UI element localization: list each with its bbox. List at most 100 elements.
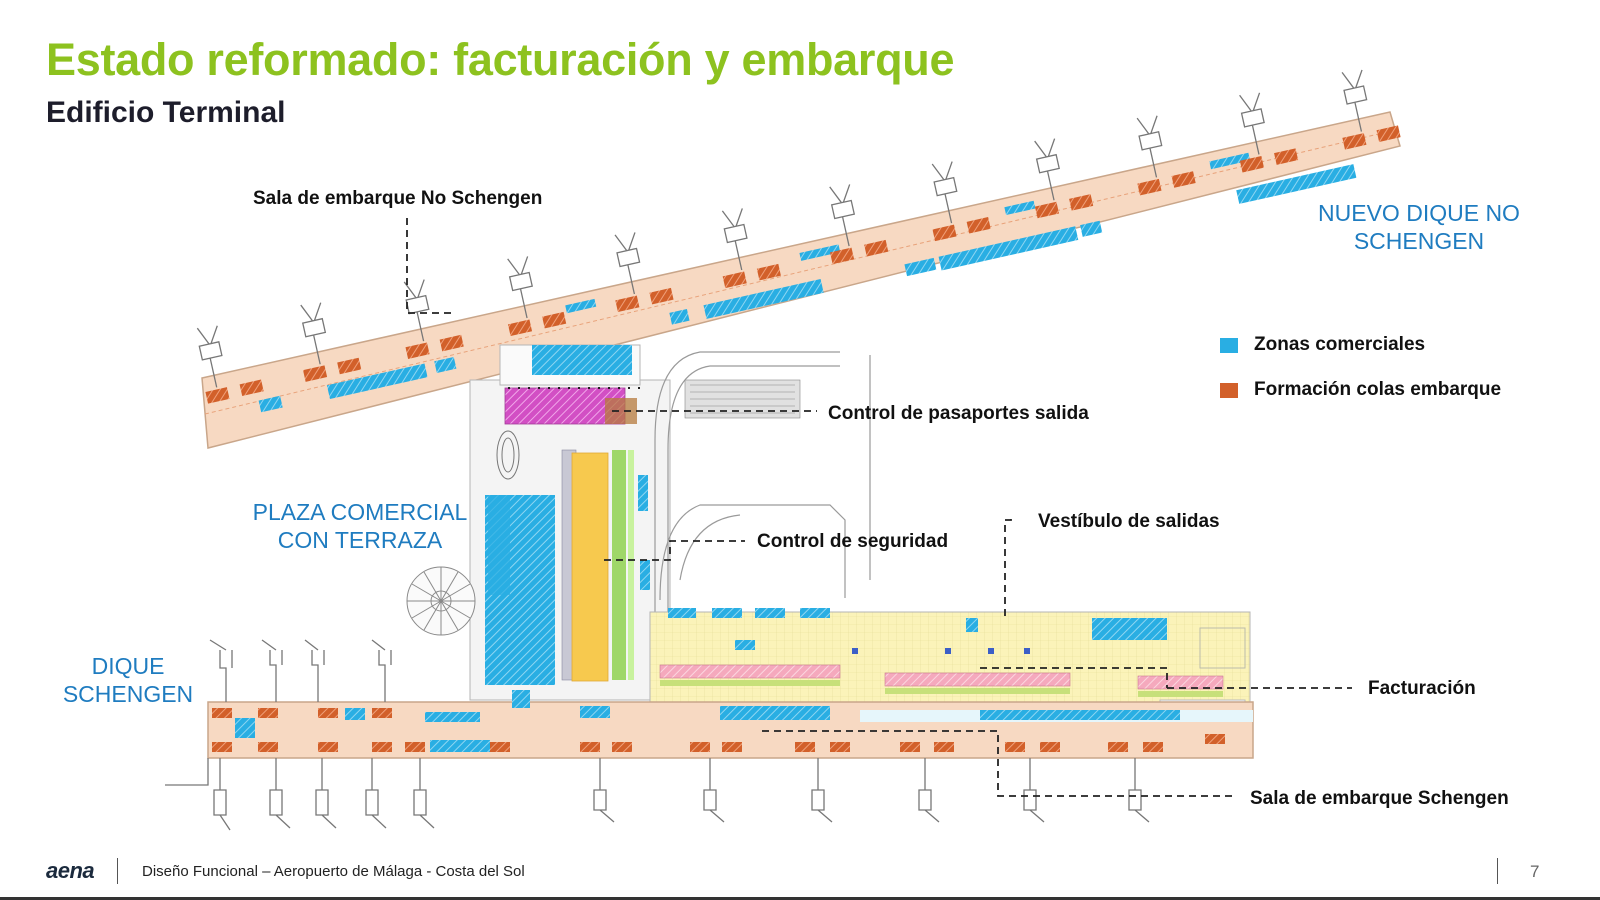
commercial-zone [512, 690, 530, 708]
leader-control-seguridad [604, 540, 745, 561]
commercial-zone [800, 608, 830, 618]
queue-zone [1137, 178, 1162, 196]
queue-zone [1108, 742, 1128, 752]
leader-vestibulo [1004, 519, 1012, 617]
queue-zone [303, 365, 328, 382]
bottom-rule [0, 897, 1600, 900]
callout-vestibulo: Vestíbulo de salidas [1038, 511, 1220, 532]
queue-zone [615, 295, 640, 313]
leader-sala-no-schengen [406, 218, 455, 314]
leader-lines [406, 218, 1352, 797]
callout-sala-schengen: Sala de embarque Schengen [1250, 788, 1509, 809]
commercial-zone [904, 257, 937, 277]
commercial-zone [430, 740, 490, 752]
queue-zone [864, 239, 889, 257]
legend-label-commercial: Zonas comerciales [1254, 334, 1426, 355]
queue-zone [337, 357, 362, 375]
queue-zone [1239, 155, 1264, 173]
security-control-zone [571, 452, 609, 682]
commercial-zone [1080, 220, 1103, 237]
queue-zone [405, 342, 430, 359]
queue-zone [756, 263, 781, 281]
queue-zone [1205, 734, 1225, 744]
queue-zone [932, 224, 957, 242]
schengen-pier [165, 639, 1254, 831]
commercial-zone [755, 608, 785, 618]
commercial-zone [1209, 152, 1251, 170]
queue-zone [258, 742, 278, 752]
legend-swatch-commercial [1220, 337, 1238, 353]
queue-zone [1143, 742, 1163, 752]
queue-zone [900, 742, 920, 752]
callout-control-seguridad: Control de seguridad [757, 531, 949, 552]
parking-area [684, 379, 801, 419]
callout-control-pasaportes: Control de pasaportes salida [828, 403, 1089, 424]
queue-zone [1376, 125, 1401, 142]
schengen-bridges-north [209, 639, 392, 702]
commercial-zone [1004, 200, 1036, 216]
queue-zone [1171, 171, 1196, 188]
queue-zone [507, 319, 533, 337]
zone-dique-line1: DIQUE [91, 653, 165, 679]
zone-dique-schengen: DIQUE SCHENGEN [58, 652, 198, 708]
zone-plaza-comercial: PLAZA COMERCIAL CON TERRAZA [245, 498, 475, 554]
footer-divider [117, 858, 118, 884]
commercial-zone [488, 495, 510, 595]
commercial-zone [640, 560, 650, 590]
commercial-zone [580, 706, 610, 718]
legend-label-queue: Formación colas embarque [1254, 379, 1502, 400]
commercial-zone [434, 356, 457, 374]
leader-facturacion [980, 667, 1352, 689]
queue-zone [722, 742, 742, 752]
checkin-counter-island [659, 664, 841, 679]
zone-plaza-line1: PLAZA COMERCIAL [252, 499, 468, 525]
passport-booths [605, 398, 637, 424]
slide-subtitle: Edificio Terminal [46, 96, 286, 129]
queue-zone [205, 387, 230, 404]
queue-zone [649, 287, 674, 305]
central-processor [469, 344, 671, 701]
queue-zone [830, 742, 850, 752]
queue-zone [1274, 148, 1299, 165]
queue-zone [405, 742, 425, 752]
checkin-counter-island [1137, 675, 1224, 690]
commercial-zone [326, 363, 428, 399]
queue-zone [490, 742, 510, 752]
commercial-zone [638, 475, 648, 511]
queue-zone [580, 742, 600, 752]
queue-zone [212, 708, 232, 718]
queue-zone [439, 334, 464, 352]
zone-nuevo-dique-line1: NUEVO DIQUE NO [1318, 200, 1520, 226]
commercial-zone [1236, 164, 1357, 204]
commercial-zone [532, 345, 632, 375]
queue-zone [372, 708, 392, 718]
legend-item-commercial: Zonas comerciales [1220, 334, 1425, 356]
queue-zone [612, 742, 632, 752]
commercial-zone [799, 244, 841, 261]
zone-plaza-line2: CON TERRAZA [277, 527, 443, 553]
landside-roads [654, 351, 871, 700]
commercial-zone [703, 279, 824, 319]
queue-zone [722, 271, 747, 289]
aena-logo: aena [46, 858, 95, 883]
queue-zone [318, 708, 338, 718]
footer-caption: Diseño Funcional – Aeropuerto de Málaga … [142, 863, 525, 880]
commercial-zone [735, 640, 755, 650]
queue-zone [795, 742, 815, 752]
queue-zone [258, 708, 278, 718]
queue-zone [1342, 133, 1367, 150]
commercial-zone [235, 718, 255, 738]
page-number: 7 [1530, 862, 1540, 881]
legend-swatch-queue [1220, 382, 1238, 398]
queue-zone [690, 742, 710, 752]
queue-zone [542, 311, 567, 329]
queue-zone [1005, 742, 1025, 752]
commercial-zone [668, 608, 696, 618]
page-divider [1497, 858, 1498, 884]
commercial-zone [669, 308, 690, 325]
security-control-exit [612, 450, 626, 680]
queue-zone [934, 742, 954, 752]
queue-zone [1034, 201, 1060, 219]
zone-nuevo-dique: NUEVO DIQUE NO SCHENGEN [1314, 199, 1524, 255]
